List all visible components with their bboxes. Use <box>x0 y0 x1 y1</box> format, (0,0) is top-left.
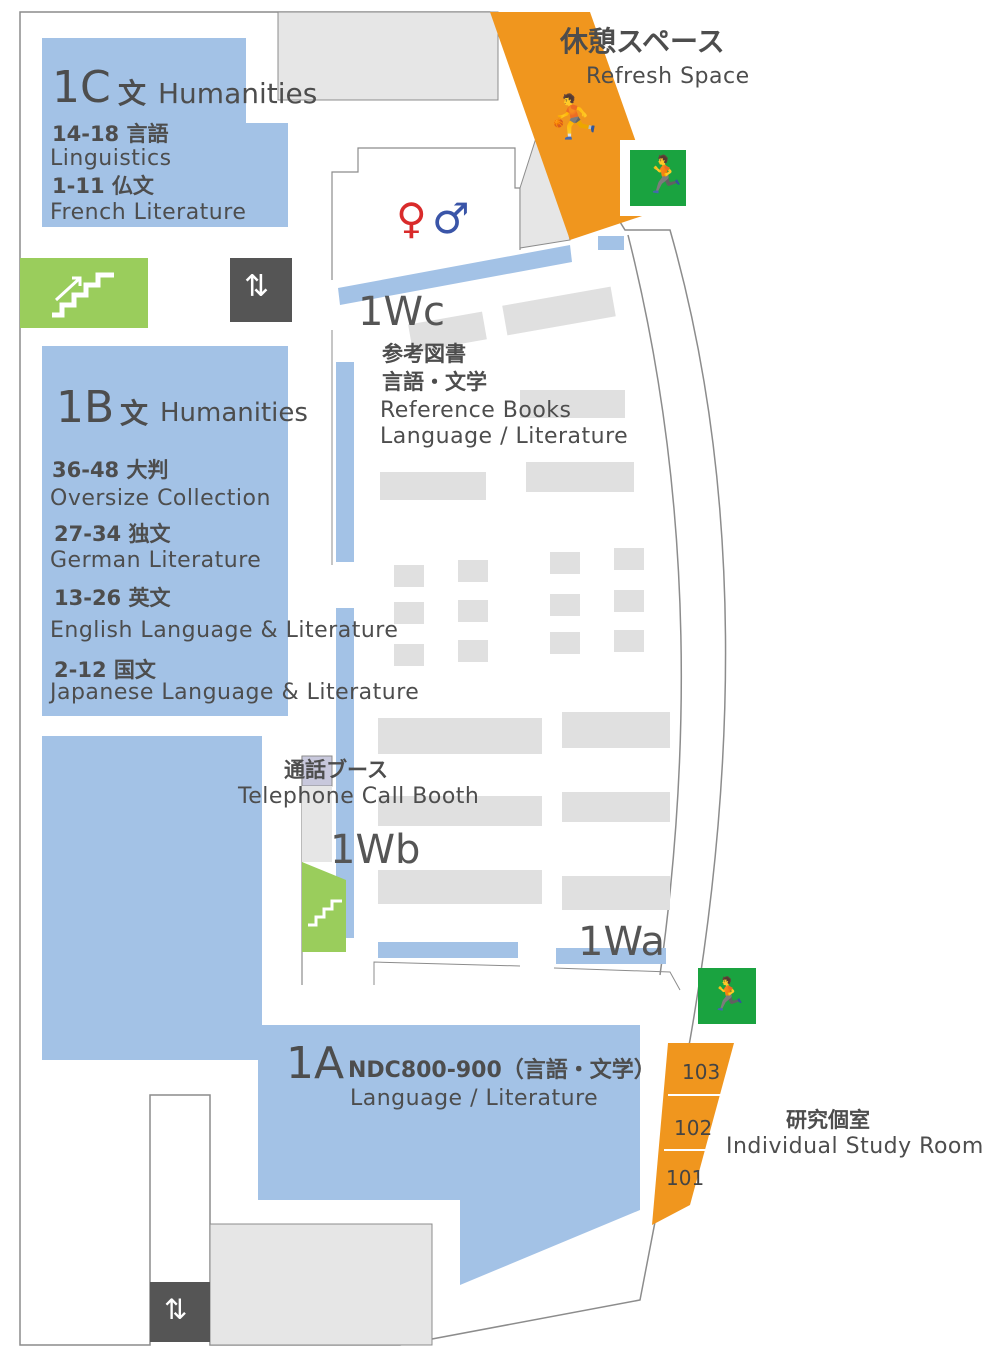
zone-1b-sec3-range: 13-26 英文 <box>54 586 171 610</box>
stairs-icon-small <box>308 899 342 927</box>
gray-block-bottom <box>209 1223 433 1346</box>
building-outline <box>19 11 727 1346</box>
study-room-103[interactable]: 103 <box>682 1060 721 1084</box>
stairs-area-small <box>302 862 346 952</box>
elevator-icon-bottom: ⇅ <box>164 1293 188 1326</box>
zone-1c-sec2-range: 1-11 仏文 <box>52 174 154 198</box>
zone-1c-area <box>42 38 246 123</box>
shelf-1wc-top <box>338 245 572 305</box>
study-rooms-en: Individual Study Room <box>726 1134 984 1159</box>
phone-booth <box>301 755 333 787</box>
desk-clusters <box>378 286 670 910</box>
inner-curve-wall <box>627 234 683 976</box>
elevator-icon: ⇅ <box>244 269 270 304</box>
seating-1wc-jp2: 言語・文学 <box>382 370 487 394</box>
zone-1c-sec1-name: Linguistics <box>50 146 172 171</box>
zone-1a-label: Language / Literature <box>350 1086 599 1111</box>
zone-1b-sec4-range: 2-12 国文 <box>54 658 156 682</box>
restroom-icon-male: ♂ <box>432 194 470 243</box>
zone-1b-sec1-name: Oversize Collection <box>50 486 271 511</box>
zone-1b-code: 1B <box>56 382 115 433</box>
seating-1wc-en2: Language / Literature <box>380 424 629 449</box>
exit-sign-bottom <box>698 968 756 1024</box>
zone-1b-sec3-name: English Language & Literature <box>50 618 399 643</box>
zone-1b-kanji: 文 <box>120 397 149 430</box>
lounge-seating-icon: ⛹ <box>548 92 601 141</box>
zone-1b-sec2-name: German Literature <box>50 548 262 573</box>
study-room-102[interactable]: 102 <box>674 1116 713 1140</box>
elevator-box-bottom <box>150 1282 210 1342</box>
zone-1a-area <box>42 736 640 1285</box>
emergency-exit-icon-bottom: 🏃 <box>708 975 748 1013</box>
restroom-icon: ♀ <box>396 194 427 243</box>
study-rooms-area <box>652 1043 734 1225</box>
refresh-en: Refresh Space <box>586 64 750 89</box>
emergency-exit-icon: 🏃 <box>642 155 687 196</box>
seating-1wb-code: 1Wb <box>330 827 421 873</box>
phone-booth-en: Telephone Call Booth <box>238 784 480 809</box>
refresh-space-area <box>490 12 660 240</box>
stairs-icon <box>52 272 114 318</box>
zone-1c-label: Humanities <box>158 77 318 110</box>
zone-1a-ndc: NDC800-900（言語・文学） <box>348 1058 656 1083</box>
restroom-block <box>331 147 521 280</box>
zone-1b-sec2-range: 27-34 独文 <box>54 522 171 546</box>
seating-1wc-en1: Reference Books <box>380 398 572 423</box>
phone-booth-jp: 通話ブース <box>284 758 388 782</box>
zone-1c-area2 <box>42 123 288 227</box>
zone-1b-area <box>42 346 288 716</box>
elevator-box-top <box>230 258 292 322</box>
seating-1wc-code: 1Wc <box>358 289 445 335</box>
gray-block-top <box>277 11 499 101</box>
seating-1wa-code: 1Wa <box>578 919 665 965</box>
seating-1wc-jp1: 参考図書 <box>382 342 466 366</box>
refresh-jp: 休憩スペース <box>560 25 725 58</box>
zone-1b-sec4-name: Japanese Language & Literature <box>50 680 420 705</box>
zone-1c-kanji: 文 <box>118 77 147 110</box>
zone-1c-sec1-range: 14-18 言語 <box>52 122 169 146</box>
study-room-101[interactable]: 101 <box>666 1166 705 1190</box>
zone-1c-code: 1C <box>52 62 111 113</box>
zone-1b-label: Humanities <box>160 398 308 428</box>
zone-1c-sec2-name: French Literature <box>50 200 247 225</box>
zone-1a-code: 1A <box>286 1038 345 1089</box>
zone-1b-sec1-range: 36-48 大判 <box>52 458 169 482</box>
study-rooms-jp: 研究個室 <box>786 1108 870 1132</box>
